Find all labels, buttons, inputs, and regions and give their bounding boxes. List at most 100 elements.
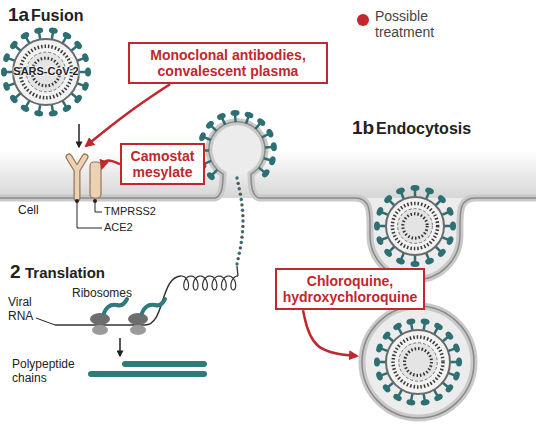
rna-dot bbox=[241, 209, 244, 212]
spike-head bbox=[411, 261, 420, 267]
spike-head bbox=[261, 168, 271, 179]
process-arrow bbox=[119, 338, 121, 356]
viral-rna-coil bbox=[403, 214, 427, 238]
step-number: 2 bbox=[10, 261, 21, 283]
treatment-name: Camostat mesylate bbox=[127, 148, 198, 180]
rna-dot bbox=[240, 198, 243, 201]
spike-stalk bbox=[52, 104, 53, 111]
spike-head bbox=[9, 40, 19, 51]
rna-dot bbox=[235, 262, 238, 265]
spike-stalk bbox=[450, 361, 457, 364]
leader-line bbox=[95, 201, 102, 212]
rna-dot bbox=[236, 182, 239, 185]
spike-head bbox=[383, 248, 394, 259]
spike-head bbox=[424, 186, 435, 195]
spike-stalk bbox=[8, 58, 15, 60]
spike-head bbox=[2, 52, 11, 63]
legend-text: Possible treatment bbox=[375, 8, 451, 40]
virus-label: SARS-CoV-2 bbox=[8, 65, 84, 78]
virus-particle bbox=[374, 318, 462, 406]
spike-head bbox=[230, 110, 239, 116]
endosome bbox=[362, 306, 474, 418]
spike-head bbox=[20, 31, 31, 41]
spike-stalk bbox=[264, 158, 271, 160]
spike-head bbox=[374, 222, 380, 231]
rna-dot bbox=[241, 230, 244, 233]
spike-stalk bbox=[434, 390, 438, 396]
spike-head bbox=[81, 52, 90, 63]
rna-dot bbox=[235, 176, 238, 179]
rna-dot bbox=[240, 235, 243, 238]
spike-head bbox=[244, 111, 254, 120]
spike-head bbox=[424, 257, 435, 266]
spike-stalk bbox=[26, 101, 30, 107]
spike-stalk bbox=[434, 328, 438, 334]
ribosome bbox=[90, 299, 127, 335]
leader-line bbox=[77, 201, 102, 228]
spike-head bbox=[73, 40, 83, 51]
ribosome-small bbox=[92, 325, 108, 335]
spike-stalk bbox=[444, 225, 451, 228]
cell-surface-band bbox=[0, 150, 536, 198]
rna-dot bbox=[239, 192, 242, 195]
spike-stalk bbox=[234, 115, 237, 122]
receptor-label: TMPRSS2 bbox=[104, 205, 156, 218]
spike-head bbox=[375, 206, 384, 217]
spike-head bbox=[452, 343, 461, 354]
ribosome bbox=[128, 299, 165, 335]
spike-head bbox=[381, 330, 391, 341]
ace2-receptor-fill bbox=[69, 157, 85, 198]
spike-stalk bbox=[382, 212, 388, 215]
spike-head bbox=[395, 257, 406, 266]
spike-stalk bbox=[388, 337, 393, 341]
spike-stalk bbox=[15, 46, 20, 50]
spike-stalk bbox=[265, 146, 272, 149]
spike-stalk bbox=[426, 193, 429, 199]
receptor-label: ACE2 bbox=[104, 221, 133, 234]
spike-stalk bbox=[8, 83, 15, 85]
spike-stalk bbox=[79, 71, 86, 74]
spike-head bbox=[446, 206, 455, 217]
spike-head bbox=[392, 322, 403, 332]
spike-stalk bbox=[399, 390, 403, 396]
spike-head bbox=[411, 185, 420, 191]
spike-stalk bbox=[211, 126, 216, 131]
endosome-membrane bbox=[362, 306, 474, 418]
virus-particle bbox=[1, 27, 91, 117]
spike-stalk bbox=[255, 124, 260, 129]
spike-head bbox=[48, 110, 58, 117]
spike-head bbox=[374, 358, 380, 367]
leader-line bbox=[36, 318, 55, 325]
ribosome-large bbox=[90, 313, 110, 325]
treatment-box: Camostat mesylate bbox=[120, 143, 205, 185]
spike-head bbox=[444, 383, 454, 394]
step-number: 1a bbox=[8, 4, 29, 26]
viral-envelope bbox=[386, 330, 450, 394]
viral-rna bbox=[237, 266, 238, 276]
viral-rna-coil bbox=[392, 203, 437, 248]
spike-head bbox=[433, 393, 444, 403]
structure-label: Cell bbox=[18, 204, 39, 218]
spike-stalk bbox=[426, 253, 429, 259]
step-title: Endocytosis bbox=[376, 120, 471, 138]
spike-head bbox=[450, 222, 456, 231]
spike-head bbox=[81, 81, 90, 92]
spike-stalk bbox=[448, 349, 455, 351]
treatment-box: Monoclonal antibodies, convalescent plas… bbox=[128, 42, 328, 84]
spike-stalk bbox=[212, 170, 217, 175]
spike-stalk bbox=[424, 394, 425, 401]
spike-head bbox=[206, 171, 217, 182]
cell-membrane-line bbox=[0, 122, 536, 280]
polypeptide-chain bbox=[88, 371, 207, 377]
spike-stalk bbox=[436, 247, 441, 252]
polypeptide-chain bbox=[122, 361, 207, 367]
rna-dot bbox=[239, 246, 242, 249]
structure-label: Ribosomes bbox=[72, 287, 132, 301]
spike-stalk bbox=[63, 37, 67, 43]
spike-stalk bbox=[204, 137, 211, 140]
spike-head bbox=[395, 186, 406, 195]
spike-head bbox=[406, 399, 416, 406]
viral-core bbox=[399, 343, 437, 381]
ribosome-small bbox=[130, 325, 146, 335]
treatment-name: Monoclonal antibodies, convalescent plas… bbox=[135, 47, 321, 79]
